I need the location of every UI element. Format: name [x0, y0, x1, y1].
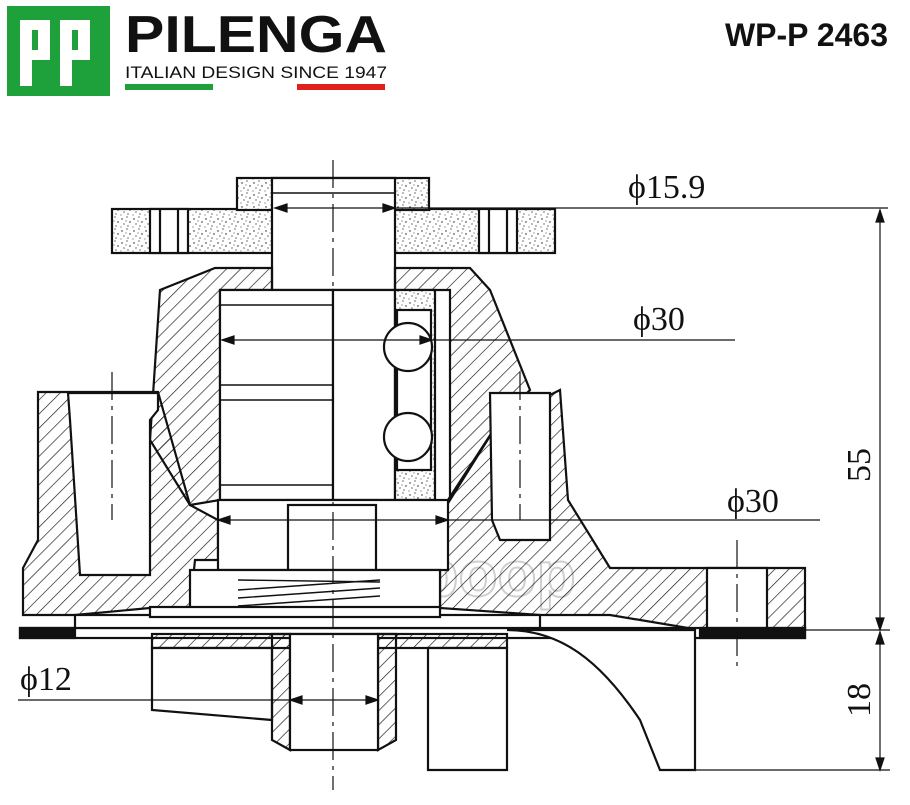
- impeller: [150, 628, 697, 772]
- brand-logo: QP: [7, 6, 110, 96]
- brand-tagline: ITALIAN DESIGN SINCE 1947: [125, 63, 387, 82]
- dim-seal-diameter: ϕ30: [727, 483, 779, 520]
- bearing-ball-upper: [382, 321, 434, 373]
- flag-green-bar: [125, 84, 213, 90]
- center-lines: [111, 160, 738, 790]
- part-number: WP-P 2463: [725, 17, 888, 53]
- dim-impeller-shaft-diameter: ϕ12: [20, 661, 72, 698]
- dimension-lines: [18, 203, 890, 772]
- dim-shaft-top-diameter: ϕ15.9: [628, 169, 705, 206]
- logo-mark-shape: [20, 20, 90, 86]
- dim-impeller-height: 18: [841, 683, 878, 717]
- bearing-ball-lower: [382, 411, 434, 463]
- flag-red-bar: [297, 84, 385, 90]
- logo-mark-text: QP: [57, 91, 59, 93]
- pump-body: [21, 388, 807, 632]
- bearing-assembly: [218, 288, 437, 502]
- dim-body-height: 55: [841, 448, 878, 482]
- dim-bearing-diameter: ϕ30: [633, 301, 685, 338]
- brand-name: PILENGA: [125, 6, 387, 64]
